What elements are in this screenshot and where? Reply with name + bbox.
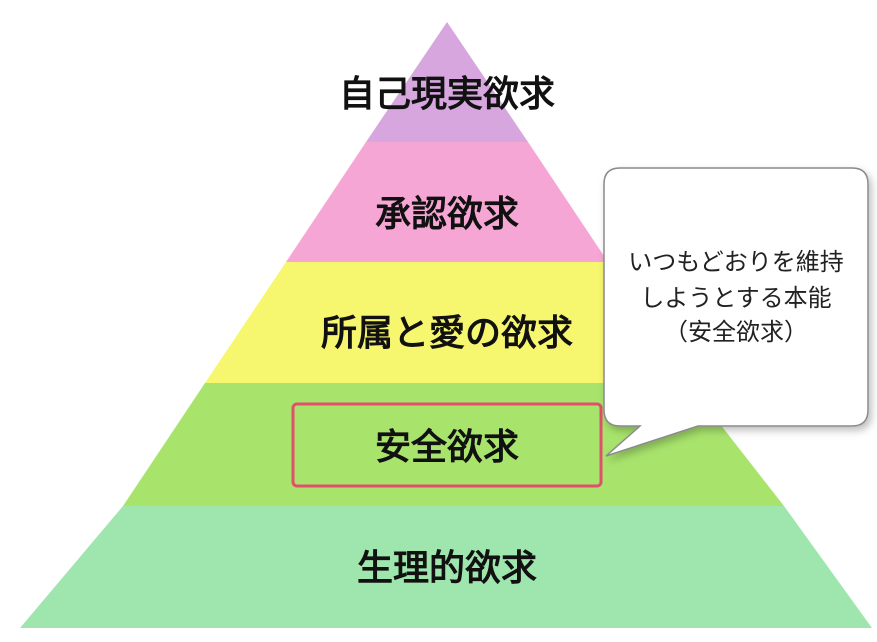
callout-line-3: （安全欲求） xyxy=(664,318,808,346)
tier-label-self-actualization: 自己現実欲求 xyxy=(339,74,555,115)
tier-esteem xyxy=(286,142,608,262)
tier-labels: 自己現実欲求 承認欲求 所属と愛の欲求 安全欲求 生理的欲求 xyxy=(321,74,573,589)
tier-label-safety: 安全欲求 xyxy=(375,426,519,468)
callout-bubble xyxy=(603,167,869,457)
speech-callout: いつもどおりを維持 しようとする本能 （安全欲求） xyxy=(603,167,869,457)
tier-label-esteem: 承認欲求 xyxy=(375,194,519,235)
tier-label-love-belonging: 所属と愛の欲求 xyxy=(321,313,573,354)
tier-physiological xyxy=(20,506,872,628)
tier-love-belonging xyxy=(205,262,688,383)
tier-label-physiological: 生理的欲求 xyxy=(357,548,537,589)
callout-line-2: しようとする本能 xyxy=(640,284,831,312)
safety-highlight-box xyxy=(291,402,603,488)
tier-self-actualization xyxy=(366,22,528,142)
callout-line-1: いつもどおりを維持 xyxy=(628,248,844,276)
